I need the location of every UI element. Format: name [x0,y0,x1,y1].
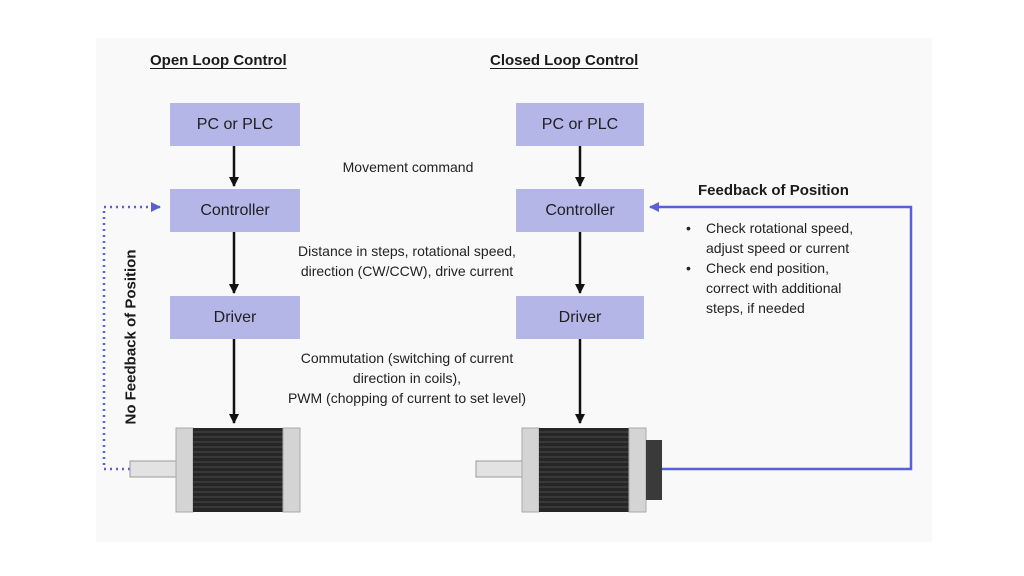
open-loop-stepper-motor [129,427,301,513]
motor-front-flange [521,427,540,513]
open-loop-pc-plc-block: PC or PLC [170,103,300,146]
motor-shaft [129,460,177,478]
motor-body [539,428,629,512]
no-feedback-label: No Feedback of Position [122,249,140,425]
feedback-item: Check rotational speed, adjust speed or … [682,218,853,258]
motor-body-ribs [193,431,283,508]
closed-loop-controller-block: Controller [516,189,644,232]
motor-front-flange [175,427,194,513]
closed-loop-title: Closed Loop Control [490,52,639,69]
feedback-item-line: steps, if needed [706,300,805,316]
motor-rear-flange [282,427,301,513]
feedback-title: Feedback of Position [698,182,849,199]
open-loop-title: Open Loop Control [150,52,287,69]
movement-command-label: Movement command [343,157,474,177]
controller-signal-label: Distance in steps, rotational speed, dir… [298,241,516,281]
motor-shaft [475,460,523,478]
motor-body [193,428,283,512]
note-line: Distance in steps, rotational speed, [298,243,516,259]
feedback-item-line: Check end position, [706,260,829,276]
closed-loop-stepper-motor [475,427,662,513]
motor-body-ribs [539,431,629,508]
open-loop-controller-block: Controller [170,189,300,232]
feedback-item-line: Check rotational speed, [706,220,854,236]
feedback-bullet-list: Check rotational speed, adjust speed or … [682,218,853,318]
closed-loop-driver-block: Driver [516,296,644,339]
note-line: Movement command [342,159,474,175]
closed-loop-feedback-path [649,202,913,471]
driver-signal-label: Commutation (switching of current direct… [288,348,526,408]
open-loop-driver-block: Driver [170,296,300,339]
note-line: PWM (chopping of current to set level) [287,390,527,406]
note-line: direction in coils), [352,370,462,386]
note-line: direction (CW/CCW), drive current [300,263,514,279]
open-loop-feedback-path [102,202,161,471]
feedback-item: Check end position, correct with additio… [682,258,853,318]
encoder-housing [646,440,662,500]
closed-loop-pc-plc-block: PC or PLC [516,103,644,146]
motor-rear-flange [628,427,647,513]
feedback-item-line: adjust speed or current [706,240,850,256]
note-line: Commutation (switching of current [300,350,514,366]
feedback-item-line: correct with additional [706,280,842,296]
